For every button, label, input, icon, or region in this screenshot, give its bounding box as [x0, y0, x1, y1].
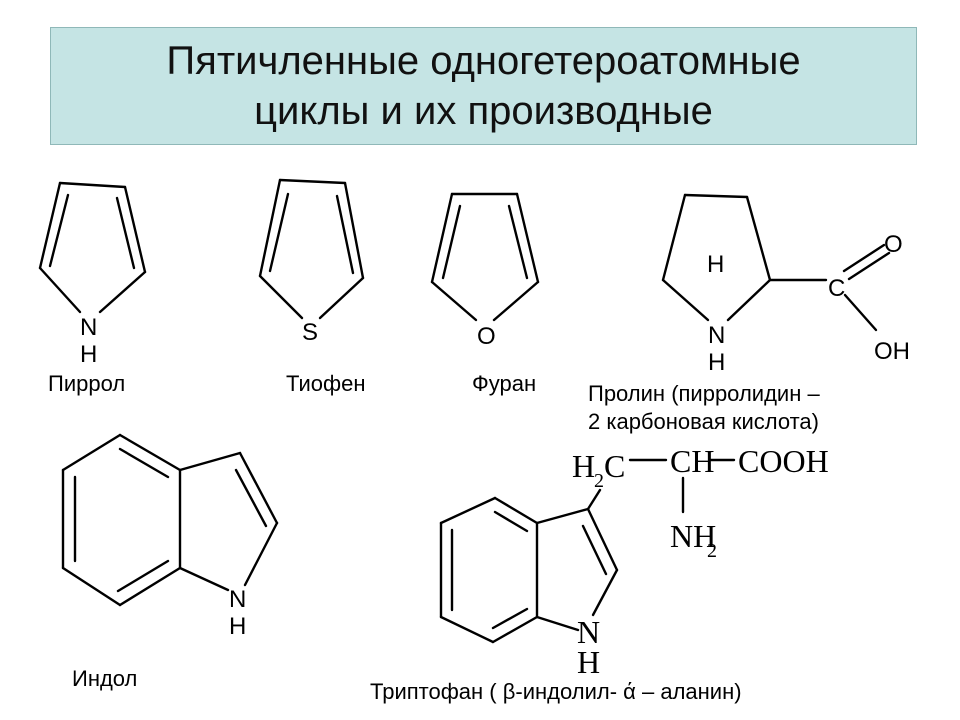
- proline-c-label: C: [828, 275, 845, 302]
- furan-bond-right: [515, 192, 540, 284]
- trp-bond-4: [439, 615, 495, 644]
- proline-bond-right: [745, 195, 772, 282]
- pyrrole-bond-n-left: [38, 266, 82, 314]
- trp-nh-label: NH: [670, 518, 716, 554]
- proline-bond-n-left: [661, 278, 710, 322]
- proline-o-label: O: [884, 231, 903, 258]
- trp-n-label: N: [577, 614, 600, 650]
- pyrrole-bond-right-inner: [115, 196, 136, 270]
- trp-bond-inner-2: [491, 607, 529, 630]
- proline-h-label: H: [708, 349, 725, 376]
- indole-bond-inner-1: [118, 447, 170, 479]
- indole-bond-c2-c3-inner: [234, 468, 268, 528]
- proline-bond-c-o-double: [847, 251, 891, 281]
- indole-bond-c3-left: [178, 451, 242, 472]
- indole-bond-inner-2: [116, 559, 170, 593]
- indole-bond-4: [61, 566, 122, 607]
- proline-bond-top: [683, 193, 749, 199]
- indole-h-label: H: [229, 613, 246, 640]
- indole-bond-6: [61, 433, 122, 472]
- furan-structure: [430, 192, 540, 322]
- trp-nh-2-label: 2: [707, 540, 717, 562]
- thiophene-s-label: S: [302, 319, 318, 346]
- pyrrole-h-label: H: [80, 341, 97, 368]
- indole-structure: [61, 433, 279, 607]
- trp-cooh-label: COOH: [738, 443, 829, 479]
- pyrrole-bond-n-right: [98, 270, 147, 314]
- trp-bond-c3-left: [535, 507, 590, 525]
- proline-structure: [661, 193, 891, 332]
- furan-bond-o-left: [430, 280, 478, 322]
- trp-bond-3: [491, 615, 539, 644]
- trp-bond-inner-1: [493, 510, 529, 533]
- proline-n-label: N: [708, 322, 725, 349]
- trp-bond-c2-c3: [586, 507, 619, 572]
- thiophene-bond-top: [278, 178, 347, 185]
- pyrrole-bond-top: [58, 181, 127, 189]
- title-box: Пятичленные одногетероатомные циклы и их…: [50, 27, 917, 145]
- proline-bond-n-right: [726, 278, 772, 322]
- trp-bond-c2-n: [591, 568, 619, 617]
- furan-bond-left-inner: [441, 204, 462, 280]
- indole-bond-3: [118, 566, 182, 607]
- thiophene-caption: Тиофен: [286, 371, 366, 396]
- indole-bond-c2-n: [243, 521, 279, 587]
- trp-h-label: H: [577, 644, 600, 680]
- trp-bond-c2-c3-inner: [581, 524, 608, 576]
- trp-h2c-c-label: C: [604, 448, 625, 484]
- proline-bond-c-oh: [843, 293, 878, 332]
- thiophene-bond-left: [258, 178, 282, 278]
- indole-bond-ring-n: [178, 566, 230, 592]
- thiophene-structure: [258, 178, 365, 320]
- trp-bond-ring-n: [535, 615, 580, 632]
- indole-n-label: N: [229, 586, 246, 613]
- pyrrole-caption: Пиррол: [48, 371, 126, 396]
- title-line-1: Пятичленные одногетероатомные: [166, 39, 801, 83]
- tryptophan-structure: [439, 458, 736, 644]
- indole-bond-c2-c3: [238, 451, 279, 525]
- trp-h2c-2-label: 2: [594, 470, 604, 492]
- proline-caption-line-1: Пролин (пирролидин –: [588, 381, 820, 406]
- tryptophan-caption: Триптофан ( β-индолил- ά – аланин): [370, 679, 742, 704]
- furan-caption: Фуран: [472, 371, 537, 396]
- furan-bond-o-right: [492, 280, 540, 322]
- indole-caption: Индол: [72, 666, 138, 691]
- furan-bond-right-inner: [507, 204, 529, 280]
- trp-bond-1: [493, 496, 539, 525]
- indole-bond-1: [118, 433, 182, 472]
- thiophene-bond-s-left: [258, 274, 304, 320]
- trp-ch-label: CH: [670, 443, 714, 479]
- pyrrole-structure: [38, 181, 147, 314]
- thiophene-bond-s-right: [318, 276, 365, 320]
- pyrrole-n-label: N: [80, 314, 97, 341]
- proline-bond-c-o: [842, 243, 886, 273]
- thiophene-bond-left-inner: [268, 192, 290, 273]
- trp-h2c-h-label: H: [572, 448, 595, 484]
- pyrrole-bond-left-inner: [48, 193, 70, 268]
- pyrrole-bond-right: [123, 185, 147, 274]
- proline-bond-left: [661, 193, 687, 282]
- thiophene-bond-right-inner: [335, 194, 355, 275]
- thiophene-bond-right: [343, 181, 365, 280]
- proline-caption-line-2: 2 карбоновая кислота): [588, 409, 819, 434]
- furan-o-label: O: [477, 323, 496, 350]
- proline-oh-label: OH: [874, 338, 910, 365]
- trp-bond-c3-ch2: [586, 488, 602, 511]
- title-line-2: циклы и их производные: [254, 89, 713, 133]
- trp-bond-6: [439, 496, 497, 525]
- pyrrole-bond-left: [38, 181, 62, 270]
- proline-ring-h-label: H: [707, 251, 724, 278]
- furan-bond-left: [430, 192, 454, 284]
